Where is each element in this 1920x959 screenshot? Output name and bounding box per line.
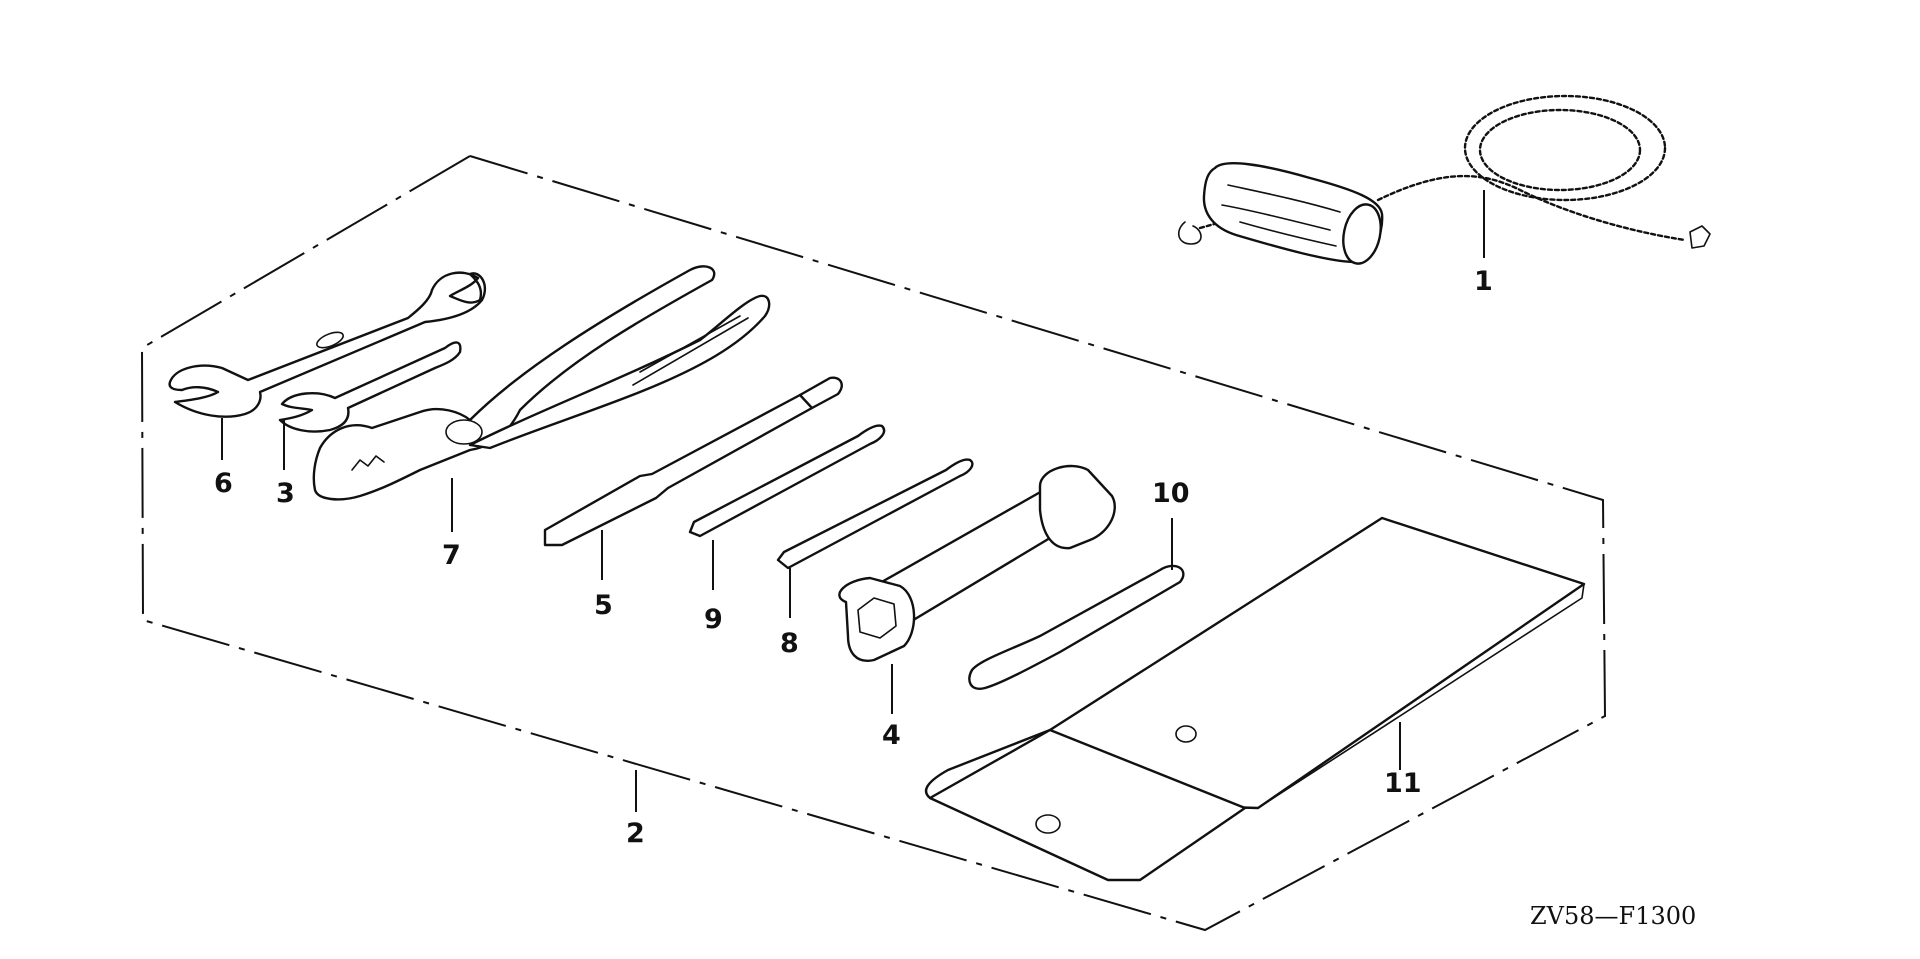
open-end-wrench-small-icon	[278, 341, 462, 470]
callout-7: 7	[442, 540, 461, 571]
plug-socket-wrench-icon	[838, 464, 1116, 714]
callout-4: 4	[882, 720, 901, 751]
callout-11: 11	[1384, 768, 1422, 799]
small-screwdriver-icon	[688, 424, 886, 590]
callout-3: 3	[276, 478, 295, 509]
callout-8: 8	[780, 628, 799, 659]
callout-10: 10	[1152, 478, 1190, 509]
phillips-screwdriver-icon	[776, 458, 974, 618]
callout-6: 6	[214, 468, 233, 499]
callout-5: 5	[594, 590, 613, 621]
callout-9: 9	[704, 604, 723, 635]
pliers-icon	[312, 265, 771, 532]
socket-bar-icon	[968, 518, 1185, 690]
drawing-code: ZV58—F1300	[1530, 902, 1696, 930]
callout-1: 1	[1474, 266, 1493, 297]
pull-cord-icon	[1178, 94, 1711, 265]
callout-2: 2	[626, 818, 645, 849]
tool-bag-icon	[924, 516, 1586, 882]
tool-kit-outline-icon	[140, 155, 1607, 932]
open-end-wrench-large-icon	[168, 271, 487, 460]
flat-screwdriver-icon	[543, 376, 843, 580]
